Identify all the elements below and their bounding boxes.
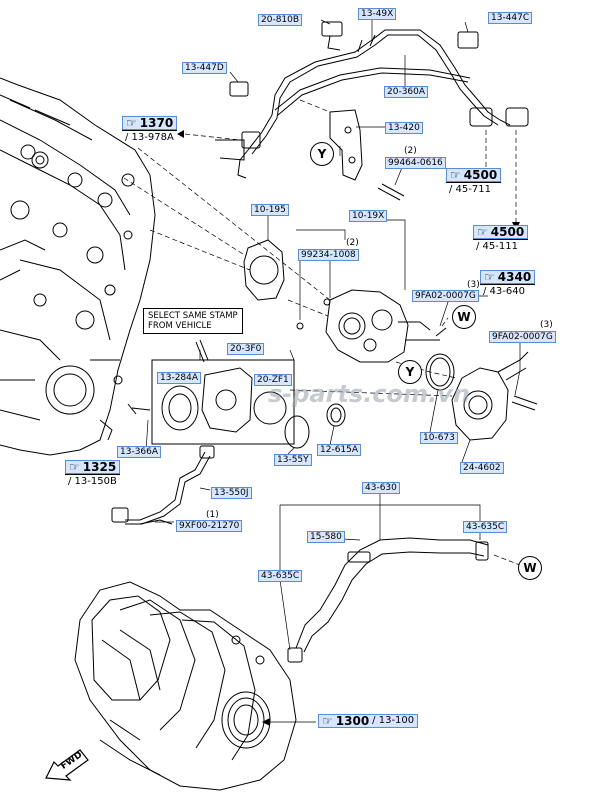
part-label-13-447d[interactable]: 13-447D: [182, 62, 227, 74]
quantity-99464: (2): [404, 146, 417, 156]
part-label-43-630[interactable]: 43-630: [362, 482, 400, 494]
part-label-43-635c-left[interactable]: 43-635C: [258, 570, 303, 582]
part-label-9fa02-b[interactable]: 9FA02-0007G: [489, 331, 556, 343]
ref-1300[interactable]: ☞1300/ 13-100: [318, 714, 419, 728]
part-label-99234-1008[interactable]: 99234-1008: [298, 249, 359, 261]
ref-1325[interactable]: ☞1325 / 13-150B: [65, 460, 121, 488]
part-label-9xf00-21270[interactable]: 9XF00-21270: [176, 520, 243, 532]
part-label-43-635c-right[interactable]: 43-635C: [463, 521, 508, 533]
part-label-20-3f0[interactable]: 20-3F0: [227, 343, 265, 355]
ref-4500-b[interactable]: ☞4500 / 45-111: [473, 225, 529, 253]
part-label-99464-0616[interactable]: 99464-0616: [385, 157, 446, 169]
part-label-20-810b[interactable]: 20-810B: [258, 14, 303, 26]
watermark-text: s-parts.com.vn: [268, 380, 470, 408]
pipe-13550j-drawing: [125, 451, 206, 521]
pointing-hand-icon: ☞: [477, 225, 488, 239]
leader-lines: [145, 19, 521, 723]
pointing-hand-icon: ☞: [322, 714, 333, 728]
quantity-99234: (2): [346, 238, 359, 248]
part-label-10-673[interactable]: 10-673: [420, 432, 458, 444]
pointing-hand-icon: ☞: [69, 460, 80, 474]
part-label-13-284a[interactable]: 13-284A: [157, 372, 202, 384]
part-label-15-580[interactable]: 15-580: [307, 531, 345, 543]
part-label-13-550j[interactable]: 13-550J: [211, 487, 252, 499]
dashed-guides: [123, 99, 521, 566]
part-label-12-615a[interactable]: 12-615A: [317, 444, 362, 456]
ref-1370[interactable]: ☞1370 / 13-978A: [122, 116, 178, 144]
part-label-13-49x[interactable]: 13-49X: [358, 8, 397, 20]
engine-block-drawing: [0, 77, 156, 456]
thermostat-drawing: [127, 339, 295, 445]
part-label-10-195[interactable]: 10-195: [251, 204, 289, 216]
housing-drawing: [325, 289, 447, 363]
pointing-hand-icon: ☞: [450, 168, 461, 182]
quantity-4340: (3): [467, 280, 480, 290]
part-label-13-55y[interactable]: 13-55Y: [274, 454, 312, 466]
part-label-13-447c[interactable]: 13-447C: [488, 12, 533, 24]
ref-4500-a[interactable]: ☞4500 / 45-711: [446, 168, 502, 196]
hose-drawing: [287, 537, 489, 663]
fwd-arrow: FWD: [44, 748, 92, 786]
part-label-10-19x[interactable]: 10-19X: [349, 210, 388, 222]
part-label-13-366a[interactable]: 13-366A: [117, 446, 162, 458]
quantity-9fa02: (3): [540, 320, 553, 330]
intake-manifold-drawing: [74, 581, 297, 791]
oring-drawing: [425, 353, 455, 391]
part-label-20-zf1[interactable]: 20-ZF1: [254, 374, 292, 386]
part-label-24-4602[interactable]: 24-4602: [460, 462, 504, 474]
marker-w-top: W: [452, 305, 476, 329]
fuel-pipe-drawing: [215, 21, 529, 179]
part-label-13-420[interactable]: 13-420: [385, 122, 423, 134]
part-label-20-360a[interactable]: 20-360A: [384, 86, 429, 98]
fwd-arrow-icon: [45, 749, 89, 781]
pointing-hand-icon: ☞: [484, 270, 495, 284]
pointing-hand-icon: ☞: [126, 116, 137, 130]
quantity-9xf00: (1): [206, 510, 219, 520]
bracket-drawing: [329, 109, 405, 201]
part-label-9fa02-a[interactable]: 9FA02-0007G: [412, 290, 479, 302]
marker-w-bottom: W: [518, 556, 542, 580]
marker-y-top: Y: [310, 142, 334, 166]
stamp-note: SELECT SAME STAMP FROM VEHICLE: [143, 308, 243, 334]
marker-y-bottom: Y: [398, 360, 422, 384]
ref-4340[interactable]: ☞4340 / 43-640: [480, 270, 536, 298]
